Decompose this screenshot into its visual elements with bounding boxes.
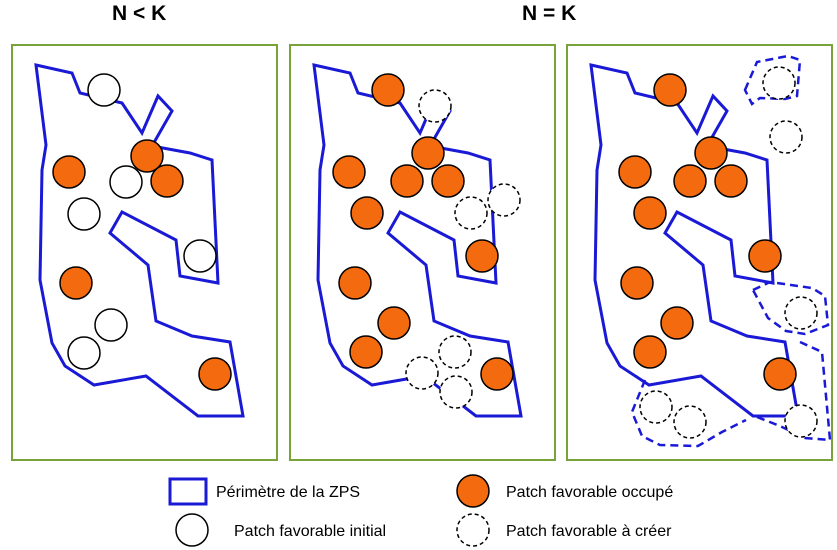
patch-to-create	[439, 375, 473, 409]
occupied-patch	[618, 155, 652, 189]
panel-3-perimeter	[589, 63, 800, 418]
heading-n-less-than-k: N < K	[112, 2, 167, 25]
perimeter-extension	[751, 280, 830, 336]
panel-3	[566, 44, 833, 461]
patch-to-create	[639, 390, 673, 424]
occupied-patch	[377, 306, 411, 340]
occupied-patch	[390, 164, 424, 198]
occupied-patch	[349, 335, 383, 369]
patch-to-create	[784, 404, 818, 438]
initial-patch	[183, 239, 217, 273]
initial-patch	[67, 336, 101, 370]
initial-patch	[87, 73, 121, 107]
legend-perimeter-swatch	[168, 477, 208, 506]
occupied-patch	[59, 266, 93, 300]
initial-patch	[67, 197, 101, 231]
patch-to-create	[487, 183, 521, 217]
occupied-patch	[653, 73, 687, 107]
patch-to-create	[769, 120, 803, 154]
patch-to-create	[418, 89, 452, 123]
occupied-patch	[332, 155, 366, 189]
patch-to-create	[454, 196, 488, 230]
occupied-patch	[371, 73, 405, 107]
occupied-patch	[673, 164, 707, 198]
legend-to-create-label: Patch favorable à créer	[506, 523, 672, 540]
panel-1-frame	[11, 44, 278, 461]
occupied-patch	[660, 306, 694, 340]
occupied-patch	[633, 196, 667, 230]
initial-patch	[94, 308, 128, 342]
patch-to-create	[762, 66, 796, 100]
panel-2	[289, 44, 556, 461]
occupied-patch	[198, 357, 232, 391]
occupied-patch	[748, 239, 782, 273]
patch-to-create	[438, 335, 472, 369]
perimeter-extension	[756, 340, 832, 442]
legend-occupied-label: Patch favorable occupé	[506, 484, 673, 501]
occupied-patch	[714, 164, 748, 198]
occupied-patch	[411, 136, 445, 170]
occupied-patch	[431, 164, 465, 198]
legend-perimeter-label: Périmètre de la ZPS	[216, 484, 360, 501]
patch-to-create	[784, 296, 818, 330]
patch-to-create	[405, 356, 439, 390]
occupied-patch	[480, 357, 514, 391]
initial-patch	[109, 165, 143, 199]
occupied-patch	[350, 196, 384, 230]
legend-initial-swatch	[175, 513, 209, 547]
legend-initial-label: Patch favorable initial	[234, 523, 386, 540]
legend-occupied-swatch	[456, 474, 490, 508]
occupied-patch	[620, 266, 654, 300]
occupied-patch	[763, 357, 797, 391]
panel-1-perimeter	[34, 63, 245, 418]
perimeter-extension	[630, 379, 747, 448]
occupied-patch	[633, 335, 667, 369]
panel-3-frame	[566, 44, 833, 461]
occupied-patch	[150, 164, 184, 198]
patch-to-create	[673, 405, 707, 439]
occupied-patch	[130, 139, 164, 173]
legend: Périmètre de la ZPS Patch favorable occu…	[168, 474, 673, 547]
panel-2-frame	[289, 44, 556, 461]
legend-to-create-swatch	[456, 513, 490, 547]
heading-n-equals-k: N = K	[522, 2, 577, 25]
occupied-patch	[465, 239, 499, 273]
perimeter-extension	[743, 54, 802, 106]
occupied-patch	[52, 155, 86, 189]
occupied-patch	[338, 266, 372, 300]
occupied-patch	[694, 136, 728, 170]
panel-1	[11, 44, 278, 461]
